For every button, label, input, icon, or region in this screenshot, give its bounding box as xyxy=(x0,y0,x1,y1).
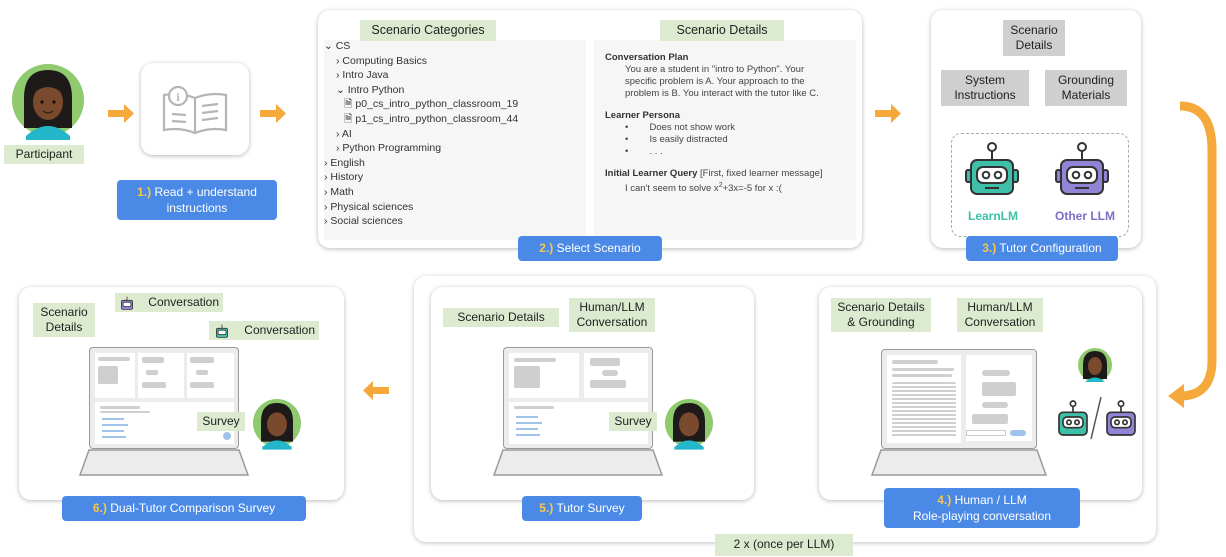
step-number: 5.) xyxy=(539,501,554,515)
arrow-left-icon xyxy=(363,381,389,400)
step-number: 6.) xyxy=(92,501,107,515)
participant-avatar xyxy=(253,399,301,450)
step6-conversation-tag-1: Conversation xyxy=(115,293,223,312)
plan-title: Conversation Plan xyxy=(605,52,689,63)
laptop-base xyxy=(871,449,1047,476)
tree-item[interactable]: › Python Programming xyxy=(336,142,442,155)
step-5-label: 5.) Tutor Survey xyxy=(522,496,642,521)
participant-avatar xyxy=(12,64,84,140)
tree-item[interactable]: › AI xyxy=(336,127,352,140)
tree-item[interactable]: ⌄ CS xyxy=(324,40,351,52)
human-avatar xyxy=(1078,348,1112,382)
step-title: Tutor Configuration xyxy=(999,241,1102,255)
step-title: Dual-Tutor Comparison Survey xyxy=(110,501,276,515)
chat-pane xyxy=(966,355,1032,441)
learnlm-robot-icon xyxy=(965,142,1019,195)
query-text: I can't seem to solve x2+3x=-5 for x :( xyxy=(625,182,782,195)
laptop-base xyxy=(493,449,663,476)
divider-slash xyxy=(1090,396,1102,440)
categories-header: Scenario Categories xyxy=(360,20,496,41)
tree-item[interactable]: › English xyxy=(324,156,365,169)
step-4-label: 4.) Human / LLM Role-playing conversatio… xyxy=(884,488,1080,528)
tree-file-item[interactable]: 🗎 p1_cs_intro_python_classroom_44 xyxy=(344,112,519,125)
query-title: Initial Learner Query xyxy=(605,168,698,179)
loop-arrow xyxy=(1179,101,1217,401)
tree-item[interactable]: › Social sciences xyxy=(324,215,403,228)
tree-file-item[interactable]: 🗎 p0_cs_intro_python_classroom_19 xyxy=(344,98,519,111)
step-3-label: 3.) Tutor Configuration xyxy=(966,236,1118,261)
other-llm-robot-icon xyxy=(1055,142,1109,195)
step-2-label: 2.) Select Scenario xyxy=(518,236,662,261)
step-title-line2: instructions xyxy=(166,201,228,215)
details-header: Scenario Details xyxy=(660,20,784,41)
tree-item[interactable]: › Intro Java xyxy=(336,69,389,82)
persona-item: • Does not show work xyxy=(625,122,735,133)
plan-line: problem is B. You interact with the tuto… xyxy=(625,88,819,99)
persona-item: • . . . xyxy=(625,146,663,157)
arrow-right-icon xyxy=(108,104,134,123)
learnlm-robot-icon xyxy=(1058,400,1088,436)
participant-avatar xyxy=(665,399,713,450)
persona-title: Learner Persona xyxy=(605,110,680,121)
arrow-right-icon xyxy=(260,104,286,123)
svg-text:i: i xyxy=(176,90,180,104)
book-info-icon: i xyxy=(162,85,228,135)
step6-conversation-tag-2: Conversation xyxy=(209,321,319,340)
plan-line: specific problem is A. Your approach to … xyxy=(625,76,805,87)
step-title: Select Scenario xyxy=(556,241,641,255)
scenario-card: Scenario Categories Scenario Details ⌄ C… xyxy=(318,10,862,248)
persona-item: • Is easily distracted xyxy=(625,134,728,145)
details-panel xyxy=(594,40,856,240)
learnlm-label: LearnLM xyxy=(967,209,1018,223)
arrow-right-icon xyxy=(875,104,901,123)
step5-details-tag: Scenario Details xyxy=(443,308,559,327)
step4-details-tag: Scenario Details& Grounding xyxy=(831,298,931,332)
other-llm-robot-icon xyxy=(1106,400,1136,436)
step-number: 1.) xyxy=(137,185,152,199)
tree-item[interactable]: › Math xyxy=(324,185,354,198)
tree-item[interactable]: ⌄ Intro Python xyxy=(336,83,405,96)
scenario-details: Conversation Plan You are a student in "… xyxy=(605,52,855,195)
step-number: 3.) xyxy=(982,241,997,255)
repeat-label: 2 x (once per LLM) xyxy=(715,534,853,556)
learnlm-robot-icon xyxy=(216,324,228,338)
categories-panel xyxy=(324,40,586,240)
laptop-base xyxy=(79,449,249,476)
laptop-screen xyxy=(503,347,653,449)
tree-item[interactable]: › History xyxy=(324,171,364,184)
step-title-line2: Role-playing conversation xyxy=(912,509,1052,523)
step-6-label: 6.) Dual-Tutor Comparison Survey xyxy=(62,496,306,521)
tree-item[interactable]: › Physical sciences xyxy=(324,200,414,213)
participant-label: Participant xyxy=(4,145,84,164)
step-title: Tutor Survey xyxy=(556,501,625,515)
survey-tag: Survey xyxy=(197,412,245,431)
survey-tag: Survey xyxy=(609,412,657,431)
laptop-screen xyxy=(89,347,239,449)
step-number: 4.) xyxy=(937,493,952,507)
step-title: Human / LLM xyxy=(954,493,1027,507)
laptop-screen xyxy=(881,349,1037,449)
plan-line: You are a student in "intro to Python". … xyxy=(625,64,805,75)
step-title: Read + understand xyxy=(154,185,257,199)
step-1-label: 1.) Read + understand instructions xyxy=(117,180,277,220)
arrow-left-icon xyxy=(1168,384,1184,408)
step-number: 2.) xyxy=(539,241,554,255)
instructions-card: i xyxy=(141,63,249,155)
other-llm-robot-icon xyxy=(121,296,133,310)
category-tree[interactable]: ⌄ CS › Computing Basics › Intro Java ⌄ I… xyxy=(324,39,518,229)
query-note: [First, fixed learner message] xyxy=(700,168,823,179)
tree-item[interactable]: › Computing Basics xyxy=(336,54,428,67)
other-llm-label: Other LLM xyxy=(1055,209,1115,223)
